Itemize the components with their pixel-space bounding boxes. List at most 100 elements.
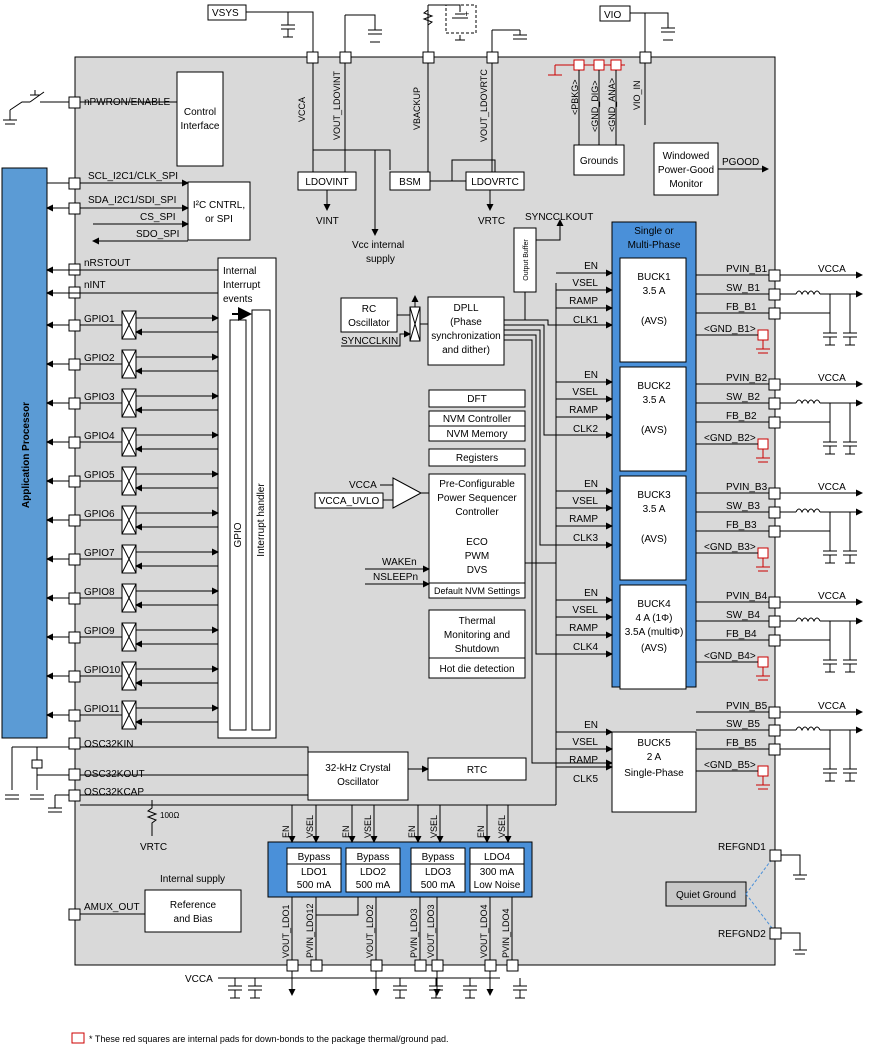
grounds-label: Grounds	[580, 156, 618, 167]
buck3-name: BUCK3	[637, 490, 671, 501]
top-pin-labels: VCCA VOUT_LDOVINT VBACKUP VOUT_LDOVRTC <…	[297, 69, 642, 142]
pgood-monitor-line2: Power-Good	[658, 165, 714, 176]
buck1-sig-en: EN	[584, 261, 598, 272]
vcca-bottom-label: VCCA	[185, 974, 213, 985]
bottom-pin-label-3: PVIN_LDO3	[409, 908, 419, 958]
gpio-label-8: GPIO8	[84, 587, 115, 598]
gpio-label-10: GPIO10	[84, 665, 121, 676]
gpio-pin	[68, 436, 81, 449]
gpio-pin	[68, 397, 81, 410]
buck4-sig-en: EN	[584, 588, 598, 599]
dpll-line3: synchronization	[431, 331, 500, 342]
ldo4-block	[469, 847, 525, 893]
pgood-monitor-line1: Windowed	[663, 151, 710, 162]
refgnd1-label: REFGND1	[718, 842, 766, 853]
pin-pbkg: <PBKG>	[570, 79, 580, 115]
internal-interrupt-line1: Internal	[223, 266, 256, 277]
buck2-mode: (AVS)	[641, 425, 667, 436]
buck2-pin-1: SW_B2	[726, 392, 760, 403]
backup-battery-icon	[445, 4, 477, 34]
syncclkout-label: SYNCCLKOUT	[525, 212, 593, 223]
buck5-current: 2 A	[647, 752, 662, 763]
buck2-pin	[768, 397, 781, 410]
capacitor-icon	[463, 978, 477, 999]
buck4-pin	[768, 596, 781, 609]
buck2-sig-ramp: RAMP	[569, 405, 598, 416]
bottom-pin	[506, 959, 519, 972]
sequencer-line2: Power Sequencer	[437, 493, 517, 504]
buck4-vcca: VCCA	[818, 591, 846, 602]
buck5-mode: Single-Phase	[624, 768, 684, 779]
buck2-pin	[768, 416, 781, 429]
pin-sda: SDA_I2C1/SDI_SPI	[88, 195, 176, 206]
buck3-gnd-pad	[757, 547, 769, 559]
pin-vio-in: VIO_IN	[632, 80, 642, 110]
capacitor-icon	[823, 441, 837, 455]
ldo-ctrl-en-2: EN	[341, 825, 351, 838]
rtc-label: RTC	[467, 765, 487, 776]
gpio-pin	[68, 592, 81, 605]
buck3-sig-ramp: RAMP	[569, 514, 598, 525]
capacitor-icon	[513, 978, 527, 999]
capacitor-icon	[429, 978, 443, 999]
pin-osc32kcap: OSC32KCAP	[84, 787, 144, 798]
output-buffer-label: Output Buffer	[523, 239, 530, 281]
gpio-label-9: GPIO9	[84, 626, 115, 637]
buck4-pin-2: FB_B4	[726, 629, 757, 640]
buck2-gnd-label: <GND_B2>	[704, 433, 756, 444]
sequencer-line7: DVS	[467, 565, 488, 576]
control-interface-line2: Interface	[181, 121, 220, 132]
buck1-gnd-label: <GND_B1>	[704, 324, 756, 335]
bottom-pin-label-4: VOUT_LDO3	[426, 904, 436, 958]
buck5-pin	[768, 706, 781, 719]
crystal-osc-line2: Oscillator	[337, 777, 379, 788]
capacitor-icon	[843, 550, 857, 564]
buck2-block	[619, 366, 687, 472]
pin-cs: CS_SPI	[140, 212, 176, 223]
pin-sdo: SDO_SPI	[136, 229, 179, 240]
nsleepn-label: NSLEEPn	[373, 572, 418, 583]
pin-gnd-ana: <GND_ANA>	[607, 78, 617, 132]
buck5-block	[611, 731, 697, 813]
sequencer-line1: Pre-Configurable	[439, 479, 515, 490]
refgnd1-pin	[769, 849, 782, 862]
pgood-monitor-line3: Monitor	[669, 179, 703, 190]
gpio-pin	[68, 709, 81, 722]
buck1-sig-clk1: CLK1	[573, 315, 598, 326]
buck4-pin-0: PVIN_B4	[726, 591, 768, 602]
inductor-icon	[795, 399, 821, 405]
ldo3-block	[410, 847, 466, 893]
buck4-pin-1: SW_B4	[726, 610, 760, 621]
gpio-rows: GPIO1GPIO2GPIO3GPIO4GPIO5GPIO6GPIO7GPIO8…	[46, 310, 219, 730]
internal-interrupt-line2: Interrupt	[223, 280, 260, 291]
buck5-pin-0: PVIN_B5	[726, 701, 768, 712]
buck2-pin	[768, 378, 781, 391]
inductor-icon	[795, 726, 821, 732]
sequencer-line6: PWM	[465, 551, 489, 562]
buck1-sig-vsel: VSEL	[572, 278, 598, 289]
vrtc-bottom-label: VRTC	[140, 842, 167, 853]
registers-label: Registers	[456, 453, 498, 464]
rc-osc-line1: RC	[362, 304, 376, 315]
pgood-label: PGOOD	[722, 157, 759, 168]
gpio-label-7: GPIO7	[84, 548, 115, 559]
rc-oscillator-block	[340, 297, 398, 333]
dft-block	[428, 389, 526, 408]
pin-vbackup: VBACKUP	[412, 87, 422, 130]
application-processor-label: Application Processor	[21, 402, 32, 508]
buck1-block	[619, 257, 687, 363]
buck2-current: 3.5 A	[643, 395, 666, 406]
bottom-pin-label-5: VOUT_LDO4	[479, 904, 489, 958]
buck4-block	[619, 584, 687, 690]
ldo-ctrl-en-4: EN	[407, 825, 417, 838]
refgnd2-pin	[769, 927, 782, 940]
capacitor-icon	[843, 441, 857, 455]
buck5-sig-en: EN	[584, 720, 598, 731]
ldo2-block	[345, 847, 401, 893]
grounds-block	[573, 144, 625, 176]
capacitor-icon	[843, 768, 857, 782]
inductor-icon	[795, 617, 821, 623]
